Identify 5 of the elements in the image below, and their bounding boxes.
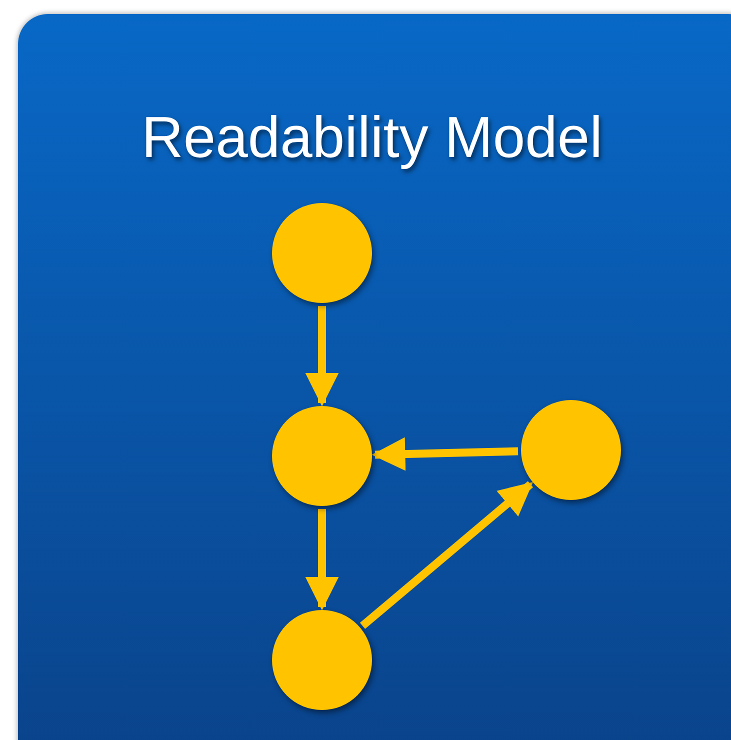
arrow xyxy=(360,481,534,629)
arrow xyxy=(372,437,518,471)
arrow xyxy=(305,509,339,610)
title: Readability Model xyxy=(140,104,604,172)
arrow xyxy=(305,306,339,406)
